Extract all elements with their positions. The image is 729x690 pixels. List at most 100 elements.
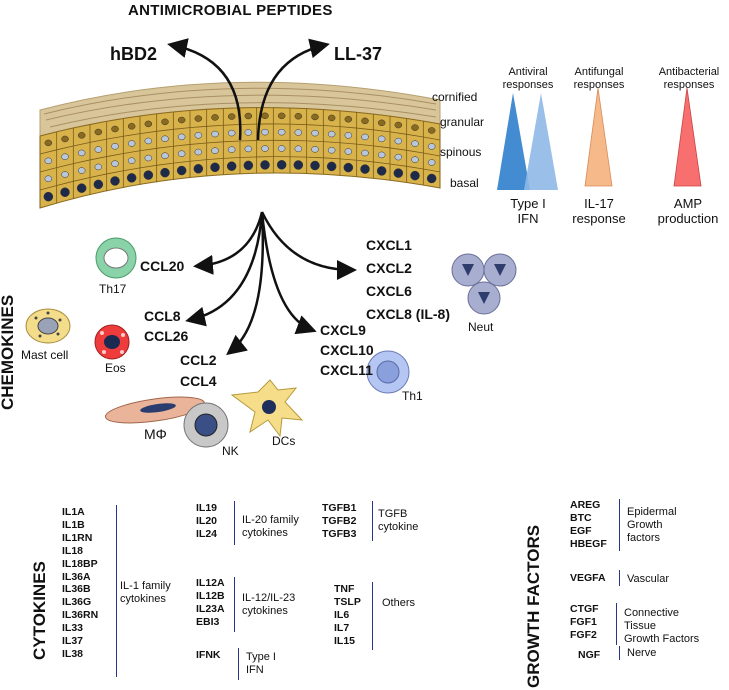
antiviral-foot: Type I IFN [510, 196, 546, 226]
gene-tgfb1: TGFB1 [322, 502, 357, 514]
keratinocyte-nucleus [376, 166, 387, 176]
growth-factors-label: GROWTH FACTORS [524, 524, 543, 688]
gene-il38: IL38 [62, 647, 84, 660]
keratinocyte-nucleus [294, 112, 303, 120]
chemokine-cxcl2: CXCL2 [366, 260, 412, 276]
group-label-line: Vascular [627, 573, 669, 585]
keratinocyte-nucleus [344, 116, 353, 123]
arrow-cxcl1 [260, 211, 357, 280]
group-label-line: TGFB [378, 508, 408, 520]
keratinocyte-nucleus [110, 176, 120, 186]
keratinocyte-nucleus [211, 130, 219, 138]
keratinocyte-nucleus [61, 153, 69, 160]
keratinocyte-nucleus [294, 129, 303, 136]
layer-spinous: spinous [440, 145, 482, 159]
bracket-ifnk [238, 648, 239, 680]
keratinocyte-nucleus [177, 150, 186, 157]
keratinocyte-nucleus [377, 119, 386, 127]
keratinocyte-nucleus [344, 148, 353, 155]
gene-btc: BTC [570, 511, 592, 524]
gene-il23a: IL23A [196, 602, 225, 615]
cell-label-dcs: DCs [272, 434, 296, 448]
th17-cell [95, 237, 137, 279]
keratinocyte-nucleus [426, 173, 437, 184]
keratinocyte-nucleus [244, 112, 253, 120]
group-label-line: cytokines [242, 527, 288, 539]
growth-group-ngf: NGF [578, 649, 600, 662]
chemokine-ccl26: CCL26 [144, 328, 189, 344]
group-label-line: Growth [627, 519, 663, 531]
bracket-others [372, 582, 373, 650]
keratinocyte-nucleus [61, 171, 69, 178]
gene-il19: IL19 [196, 502, 218, 514]
keratinocyte-nucleus [43, 191, 54, 202]
cell-label-th17: Th17 [99, 282, 127, 296]
keratinocyte-nucleus [427, 127, 436, 134]
chemokine-cxcl8: CXCL8 (IL-8) [366, 306, 450, 322]
keratinocyte-nucleus [410, 170, 420, 181]
gene-il1rn: IL1RN [62, 531, 93, 544]
keratinocyte-nucleus [94, 163, 103, 171]
antifungal-head: Antifungal responses [573, 66, 625, 91]
keratinocyte-nucleus [261, 145, 269, 152]
keratinocyte-nucleus [393, 168, 404, 178]
keratinocyte-nucleus [76, 183, 87, 193]
group-label-line: Growth Factors [624, 633, 700, 645]
gene-il6: IL6 [334, 608, 350, 621]
keratinocyte-nucleus [360, 164, 370, 174]
keratinocyte-nucleus [427, 159, 436, 166]
cell-label-nk: NK [222, 444, 239, 458]
keratinocyte-nucleus [227, 146, 236, 153]
layer-cornified: cornified [432, 90, 478, 104]
gene-il33: IL33 [62, 622, 84, 635]
arrow-ccl8 [185, 211, 264, 327]
chemokine-cxcl1: CXCL1 [366, 237, 412, 253]
hbd2-label: hBD2 [110, 44, 158, 64]
gene-tnf: TNF [334, 583, 355, 595]
gene-il1b: IL1B [62, 518, 85, 531]
keratinocyte-nucleus [261, 112, 269, 120]
group-label-line: IL-12/IL-23 [242, 592, 296, 604]
keratinocyte-nucleus [361, 149, 369, 157]
cytokines-label: CYTOKINES [30, 561, 49, 660]
gene-il36a: IL36A [62, 570, 91, 583]
arrow-ccl2 [226, 211, 265, 356]
gene-il7: IL7 [334, 621, 350, 634]
gene-tgfb2: TGFB2 [322, 514, 357, 527]
gene-il36rn: IL36RN [62, 609, 99, 622]
antifungal-triangle [584, 87, 613, 187]
keratinocyte-nucleus [194, 132, 203, 139]
keratinocyte-nucleus [193, 164, 204, 174]
keratinocyte-nucleus [344, 132, 353, 139]
keratinocyte-nucleus [194, 148, 203, 156]
group-label-line: IFN [246, 664, 264, 676]
keratinocyte-nucleus [277, 128, 286, 136]
bracket-il1 [116, 505, 117, 677]
arrow-cxcl9 [260, 211, 317, 335]
cell-label-neut: Neut [468, 320, 494, 334]
group-label-line: Tissue [624, 620, 656, 632]
bracket-ctgf [616, 603, 617, 645]
keratinocyte-nucleus [44, 139, 53, 147]
keratinocyte-nucleus [377, 135, 386, 143]
keratinocyte-nucleus [144, 137, 153, 145]
chemokine-ccl20: CCL20 [140, 258, 185, 274]
keratinocyte-nucleus [227, 113, 236, 120]
neut-cells [451, 253, 517, 315]
gene-vegfa: VEGFA [570, 572, 606, 584]
nk-cell [183, 402, 229, 448]
mast-cell [25, 308, 71, 344]
arrow-to-ll37 [256, 38, 330, 141]
chemokine-ccl8: CCL8 [144, 308, 181, 324]
keratinocyte-nucleus [411, 124, 419, 131]
group-label-line: Others [382, 597, 416, 609]
label-vegf: Vascular [627, 573, 669, 586]
label-ngf: Nerve [627, 647, 656, 660]
